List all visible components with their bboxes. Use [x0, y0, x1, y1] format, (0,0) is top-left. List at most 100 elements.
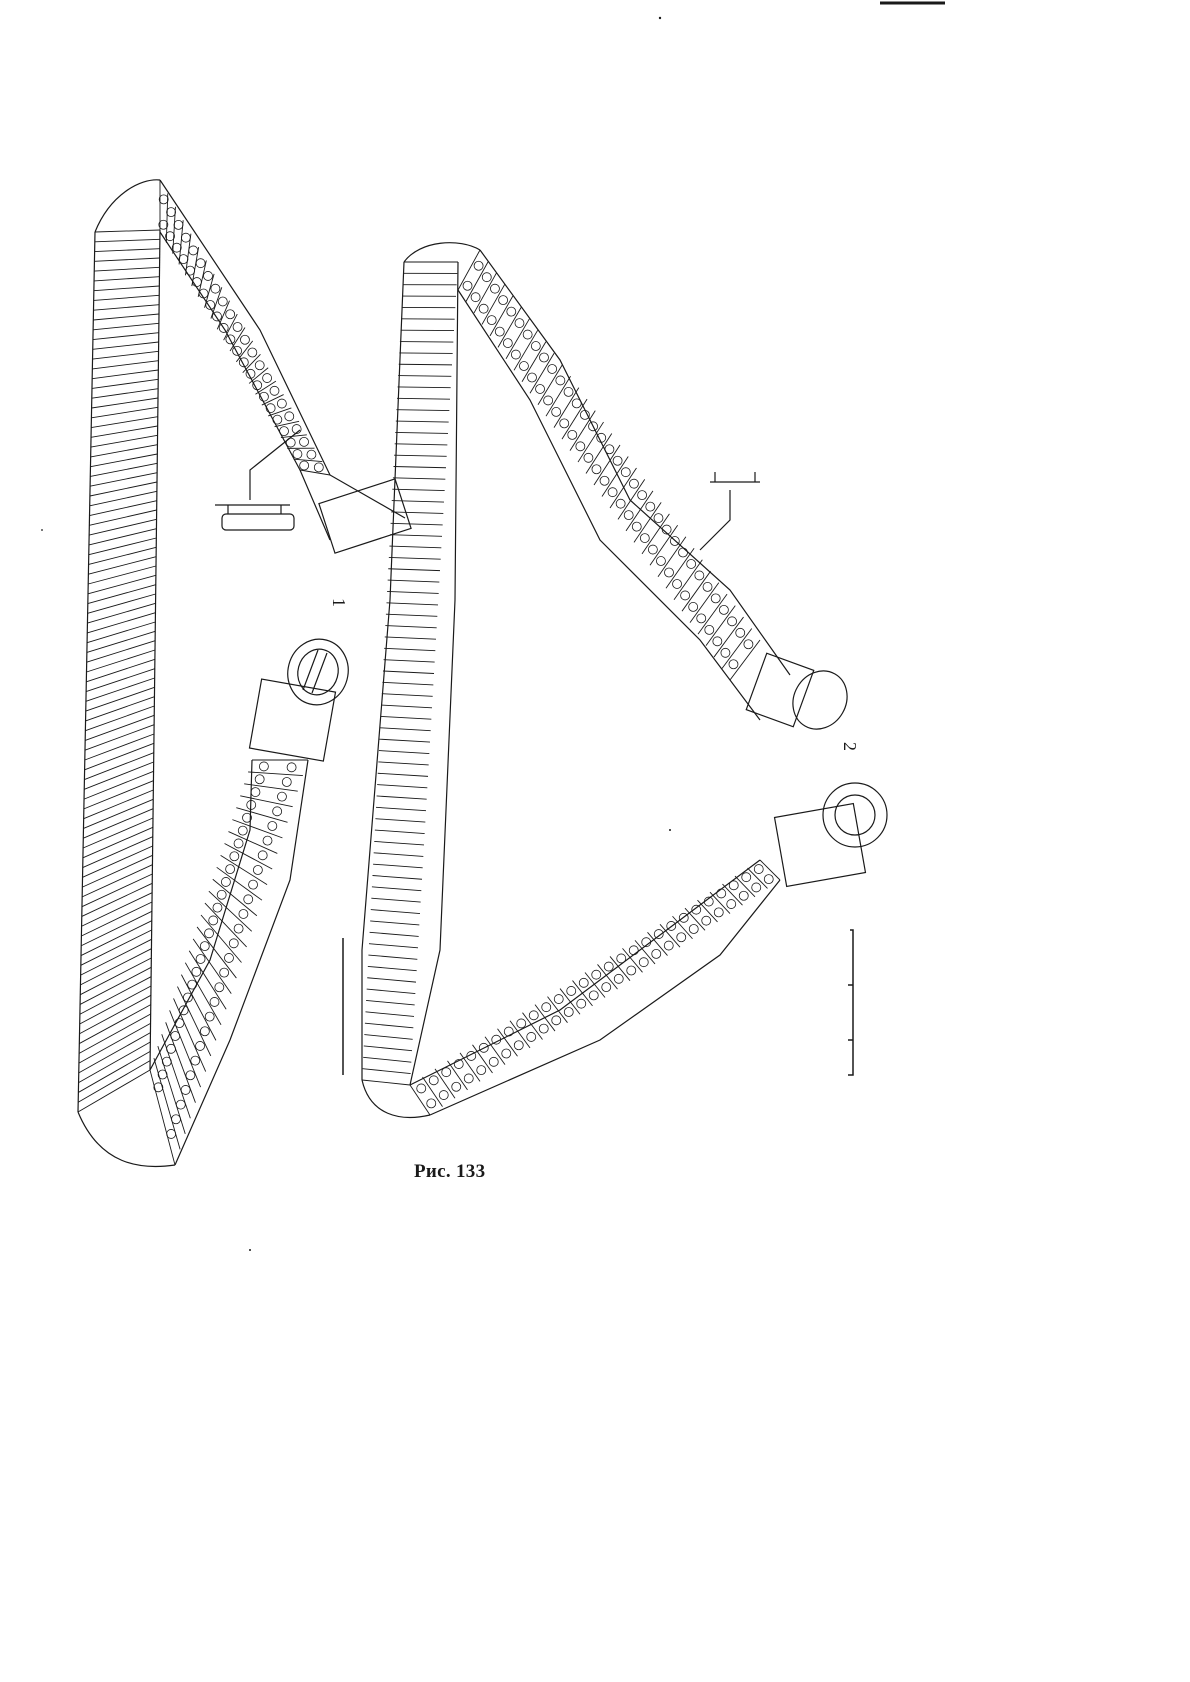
segment-divider: [78, 1070, 150, 1112]
segment-divider: [392, 489, 444, 490]
segment-divider: [389, 546, 441, 548]
segment-divider: [371, 898, 420, 902]
segment-rivet: [463, 281, 472, 290]
segment-divider: [363, 1057, 411, 1062]
segment-divider: [398, 376, 451, 377]
segment-divider: [371, 910, 420, 914]
segment-rivet: [239, 909, 248, 918]
segment-divider: [384, 648, 435, 650]
segment-rivet: [229, 939, 238, 948]
segment-rivet: [654, 514, 663, 523]
segment-divider: [366, 1012, 415, 1017]
segment-divider: [80, 995, 151, 1033]
segment-rivet: [639, 958, 648, 967]
segment-divider: [91, 407, 157, 417]
segment-divider: [205, 274, 215, 308]
figure-caption: Рис. 133: [414, 1161, 485, 1183]
segment-rivet: [616, 499, 625, 508]
segment-rivet: [482, 273, 491, 282]
segment-divider: [86, 687, 155, 711]
segment-divider: [387, 603, 439, 605]
belt-1-left-segments: [78, 230, 160, 1112]
belt-1-buckle-ring-inner: [293, 645, 344, 700]
segment-rivet: [640, 534, 649, 543]
segment-divider: [86, 678, 155, 701]
segment-rivet: [167, 208, 176, 217]
segment-rivet: [251, 788, 260, 797]
segment-rivet: [489, 1057, 498, 1066]
segment-divider: [410, 1085, 430, 1115]
segment-rivet: [314, 463, 323, 472]
segment-divider: [82, 883, 152, 916]
segment-rivet: [689, 602, 698, 611]
segment-rivet: [238, 826, 247, 835]
segment-rivet: [176, 1100, 185, 1109]
segment-divider: [87, 613, 155, 633]
belt-2-left-segments: [362, 262, 458, 1085]
segment-divider: [88, 566, 156, 584]
segment-divider: [89, 547, 157, 564]
segment-divider: [81, 921, 152, 956]
segment-divider: [81, 939, 152, 975]
segment-divider: [87, 650, 156, 672]
segment-divider: [92, 370, 158, 379]
segment-rivet: [527, 1032, 536, 1041]
segment-rivet: [729, 881, 738, 890]
segment-rivet: [617, 954, 626, 963]
segment-rivet: [739, 891, 748, 900]
segment-divider: [94, 258, 159, 261]
segment-rivet: [259, 762, 268, 771]
segment-rivet: [714, 908, 723, 917]
belt-2-lower-segments: [410, 860, 780, 1115]
segment-divider: [369, 944, 418, 948]
segment-rivet: [717, 889, 726, 898]
segment-rivet: [608, 488, 617, 497]
segment-rivet: [523, 330, 532, 339]
segment-divider: [93, 333, 159, 340]
segment-rivet: [209, 916, 218, 925]
segment-rivet: [217, 890, 226, 899]
segment-divider: [448, 1061, 468, 1090]
segment-divider: [88, 585, 156, 604]
segment-divider: [80, 977, 151, 1015]
item-label-1: 1: [328, 598, 349, 607]
segment-divider: [217, 867, 262, 900]
segment-rivet: [258, 851, 267, 860]
segment-divider: [81, 902, 152, 936]
segment-rivet: [529, 1011, 538, 1020]
segment-divider: [394, 467, 447, 468]
segment-divider: [384, 660, 435, 662]
segment-divider: [368, 966, 417, 970]
segment-rivet: [689, 924, 698, 933]
segment-divider: [94, 277, 159, 281]
segment-rivet: [234, 839, 243, 848]
segment-rivet: [511, 350, 520, 359]
segment-divider: [380, 739, 431, 742]
segment-divider: [363, 1069, 411, 1074]
segment-divider: [83, 846, 153, 877]
segment-rivet: [210, 997, 219, 1006]
segment-divider: [82, 874, 152, 907]
segment-rivet: [539, 1024, 548, 1033]
segment-rivet: [728, 617, 737, 626]
belt-1-upper-strap-outer: [160, 180, 405, 518]
segment-divider: [91, 445, 158, 457]
segment-rivet: [159, 195, 168, 204]
segment-rivet: [186, 266, 195, 275]
segment-divider: [396, 421, 449, 422]
segment-rivet: [564, 1008, 573, 1017]
segment-rivet: [540, 353, 549, 362]
segment-divider: [394, 455, 447, 456]
segment-rivet: [273, 415, 282, 424]
segment-divider: [300, 470, 330, 475]
segment-rivet: [605, 445, 614, 454]
segment-rivet: [200, 942, 209, 951]
segment-divider: [91, 435, 158, 447]
segment-divider: [365, 1023, 413, 1028]
segment-divider: [83, 827, 153, 857]
segment-divider: [262, 395, 284, 406]
segment-rivet: [652, 949, 661, 958]
segment-rivet: [519, 362, 528, 371]
segment-divider: [382, 694, 433, 697]
segment-divider: [83, 799, 153, 828]
